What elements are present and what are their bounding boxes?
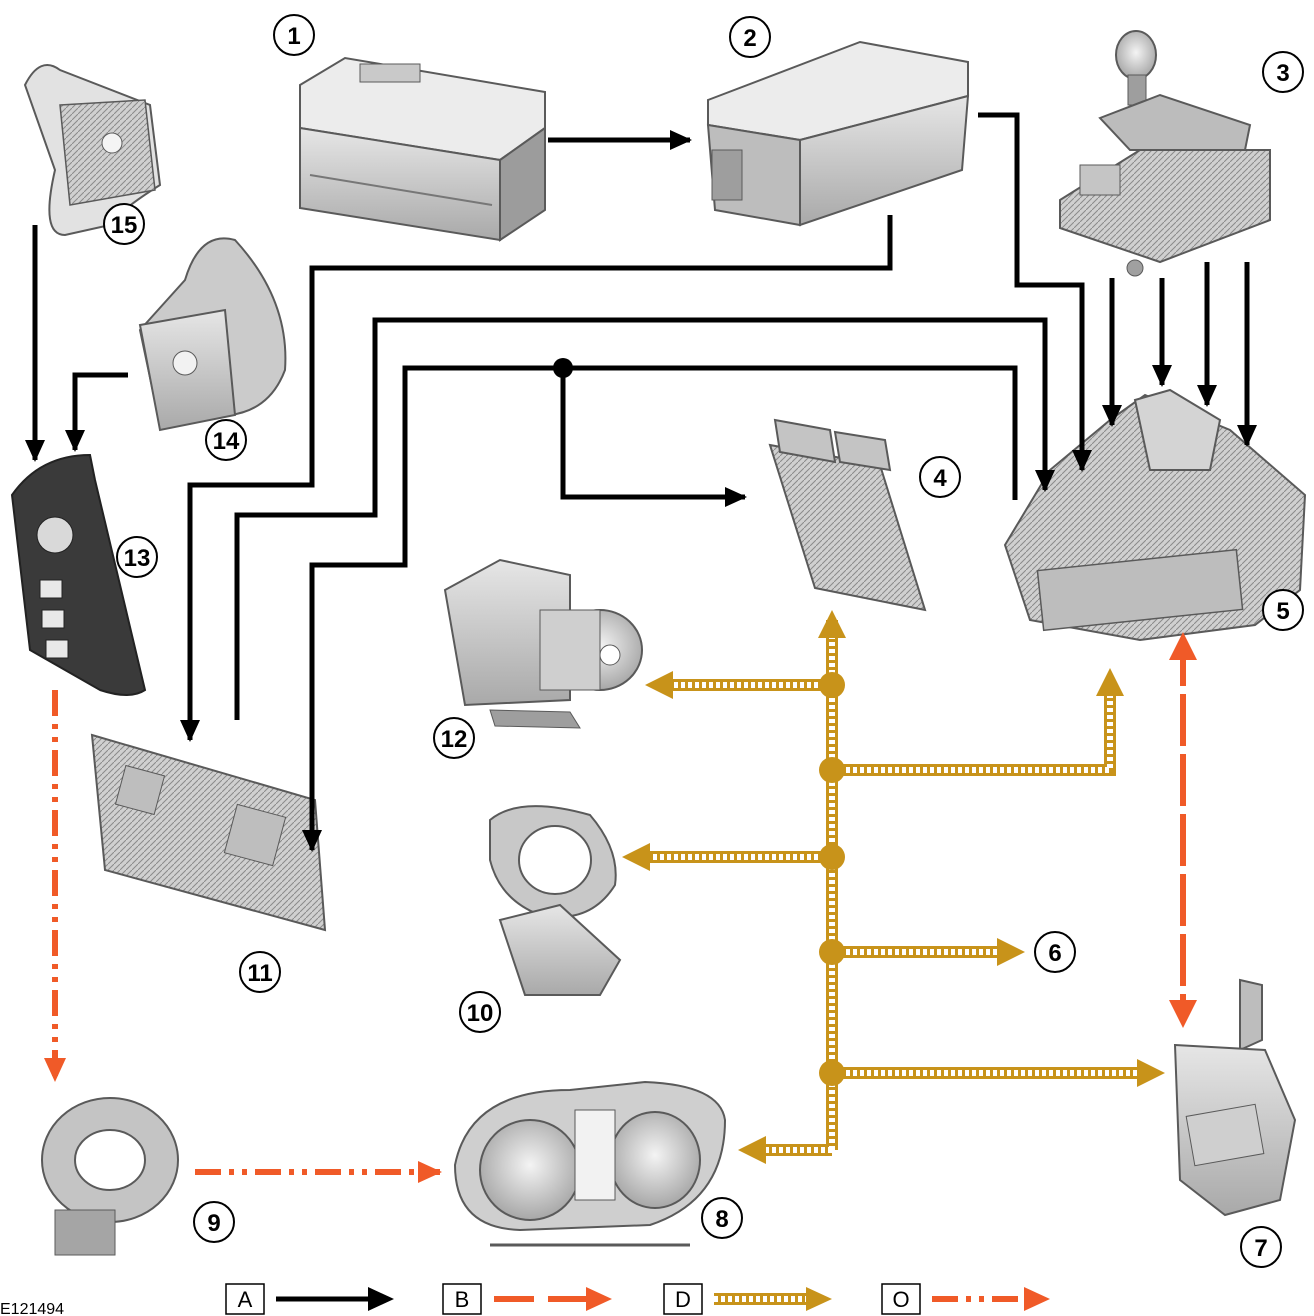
label-11: 11: [240, 952, 280, 992]
label-12: 12: [434, 718, 474, 758]
clockspring-illustration: [42, 1098, 178, 1255]
paddle-switch-14-illustration: [140, 238, 285, 430]
label-12-text: 12: [441, 726, 468, 753]
label-1: 1: [274, 15, 314, 55]
label-3: 3: [1263, 52, 1303, 92]
junction-dot: [553, 358, 573, 378]
label-10-text: 10: [467, 1000, 494, 1027]
label-3-text: 3: [1276, 60, 1289, 87]
gear-selector-illustration: [1060, 31, 1270, 276]
legend-item-d: D: [664, 1284, 832, 1314]
label-14: 14: [206, 420, 246, 460]
instrument-cluster-illustration: [455, 1082, 725, 1245]
label-9-text: 9: [207, 1210, 220, 1237]
reference-code: E121494: [0, 1301, 64, 1316]
can-bus-network: [622, 610, 1165, 1164]
label-6: 6: [1035, 932, 1075, 972]
tcm-module-illustration: [770, 420, 925, 610]
label-10: 10: [460, 992, 500, 1032]
label-7: 7: [1241, 1227, 1281, 1267]
label-2: 2: [730, 17, 770, 57]
label-8: 8: [702, 1198, 742, 1238]
label-13-text: 13: [124, 545, 151, 572]
label-5: 5: [1263, 590, 1303, 630]
abs-module-illustration: [445, 560, 642, 728]
legend-key-a: A: [238, 1287, 253, 1312]
legend-item-a: A: [226, 1284, 394, 1314]
legend: A B D O: [226, 1284, 1050, 1314]
label-2-text: 2: [743, 25, 756, 52]
paddle-switch-15-illustration: [25, 65, 160, 235]
label-5-text: 5: [1276, 598, 1289, 625]
label-9: 9: [194, 1202, 234, 1242]
label-14-text: 14: [213, 428, 240, 455]
central-junction-box-illustration: [92, 735, 325, 930]
label-15-text: 15: [111, 212, 138, 239]
label-4: 4: [920, 457, 960, 497]
valve-body-illustration: [1005, 390, 1305, 640]
steering-angle-sensor-illustration: [490, 806, 620, 995]
power-distribution-box-illustration: [708, 42, 968, 225]
battery-illustration: [300, 58, 545, 240]
label-11-text: 11: [247, 960, 272, 987]
legend-item-o: O: [882, 1284, 1050, 1314]
steering-switch-pack-illustration: [12, 455, 145, 695]
label-6-text: 6: [1048, 940, 1061, 967]
legend-key-o: O: [892, 1287, 909, 1312]
label-13: 13: [117, 537, 157, 577]
label-1-text: 1: [287, 23, 300, 50]
label-15: 15: [104, 204, 144, 244]
label-8-text: 8: [715, 1206, 728, 1233]
label-4-text: 4: [933, 465, 947, 492]
connector-illustration: [1175, 980, 1295, 1215]
legend-key-d: D: [675, 1287, 691, 1312]
legend-item-b: B: [443, 1284, 612, 1314]
label-7-text: 7: [1254, 1235, 1267, 1262]
legend-key-b: B: [455, 1287, 470, 1312]
